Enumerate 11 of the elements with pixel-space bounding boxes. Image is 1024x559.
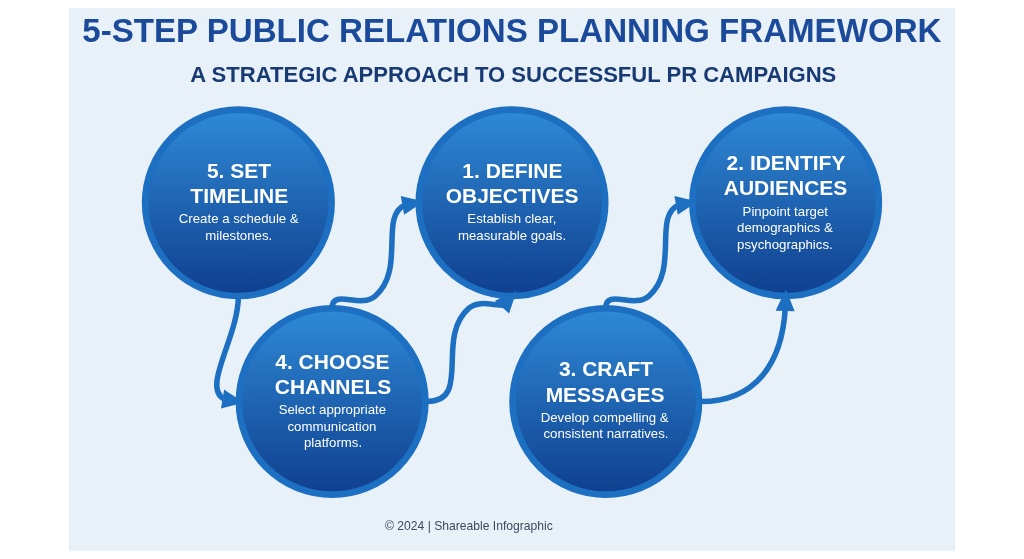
node-circle: 4. CHOOSE CHANNELS Select appropriate communication platforms. (235, 304, 429, 498)
arrow (329, 196, 424, 309)
node-circle: 5. SET TIMELINE Create a schedule & milestones. (141, 106, 335, 300)
label: A STRATEGIC APPROACH TO SUCCESSFUL PR CAMPAIGNS (190, 62, 837, 87)
arrow (603, 196, 698, 309)
node-circle: 2. IDENTIFY AUDIENCES Pinpoint target demographics & psychographics. (689, 106, 883, 300)
node-circle: 3. CRAFT MESSAGES Develop compelling & consistent narratives. (509, 304, 703, 498)
node-circle: 1. DEFINE OBJECTIVES Establish clear, measurable goals. (415, 106, 609, 300)
caption: © 2024 | Shareable Infographic (385, 518, 553, 533)
diagram-title: 5-STEP PUBLIC RELATIONS PLANNING FRAMEWORK (82, 12, 942, 50)
arrow (700, 289, 795, 405)
